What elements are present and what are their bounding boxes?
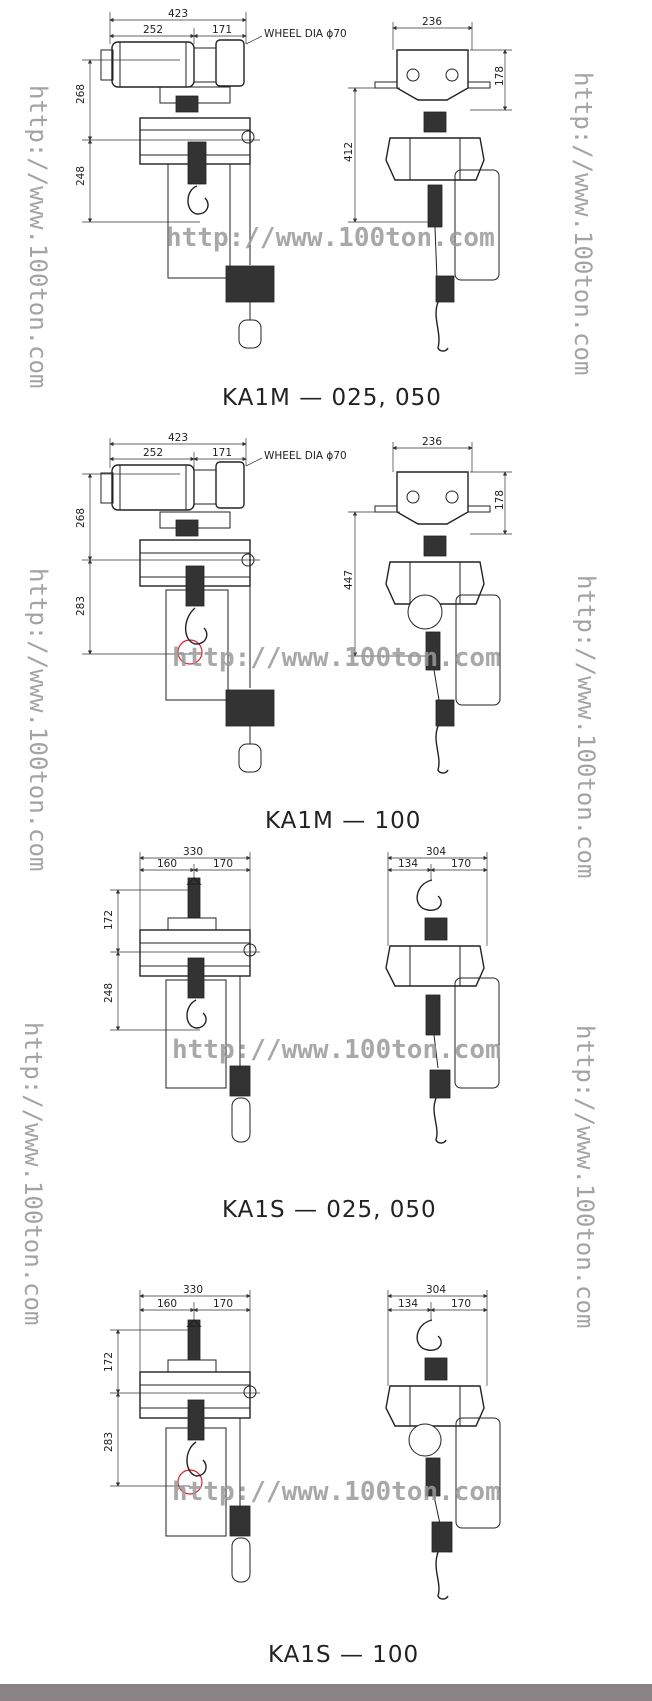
wheel-diameter-note: WHEEL DIA ϕ70	[264, 28, 347, 40]
dim-side-left: 134	[398, 858, 418, 870]
wheel-diameter-note: WHEEL DIA ϕ70	[264, 450, 347, 462]
watermark-left-1: http://www.100ton.com	[24, 85, 52, 388]
dim-lower-height: 283	[103, 1432, 115, 1452]
section-ka1s-025-050: 330 160 170 172 248	[103, 846, 501, 1223]
dim-upper-height: 268	[75, 84, 87, 104]
dim-left-width: 160	[157, 858, 177, 870]
watermark-right-3: http://www.100ton.com	[571, 1025, 599, 1328]
watermark-left-2: http://www.100ton.com	[24, 568, 52, 871]
dim-side-left: 134	[398, 1298, 418, 1310]
caption-ka1m-025-050: KA1M — 025, 050	[222, 385, 442, 411]
front-dimensions: 330 160 170 172 283	[103, 1284, 260, 1487]
section-ka1s-100: 330 160 170 172 283	[103, 1284, 501, 1668]
dim-side-top: 178	[494, 66, 506, 86]
dim-side-width: 236	[422, 16, 442, 28]
dim-side-width: 304	[426, 1284, 446, 1296]
dim-upper-height: 172	[103, 1352, 115, 1372]
watermark-left-3: http://www.100ton.com	[19, 1022, 47, 1325]
dim-lower-height: 248	[103, 983, 115, 1003]
dim-right-width: 171	[212, 447, 232, 459]
dim-left-width: 252	[143, 24, 163, 36]
side-dimensions: 236 178 447	[343, 436, 512, 657]
dim-overall-width: 423	[168, 432, 188, 444]
dim-side-height: 412	[343, 142, 355, 162]
dim-overall-width: 330	[183, 1284, 203, 1296]
section-ka1m-025-050: 423 252 171 WHEEL DIA ϕ70 268 248	[75, 8, 512, 411]
front-dimensions: 423 252 171 WHEEL DIA ϕ70 268 248	[75, 8, 347, 223]
footer-bar	[0, 1684, 652, 1701]
front-view-drawing	[100, 461, 275, 773]
front-dimensions: 330 160 170 172 248	[103, 846, 260, 1031]
front-dimensions: 423 252 171 WHEEL DIA ϕ70 268 283	[75, 432, 347, 655]
dim-upper-height: 268	[75, 508, 87, 528]
watermark-center-4: http://www.100ton.com	[172, 1477, 501, 1507]
caption-ka1s-025-050: KA1S — 025, 050	[222, 1197, 437, 1223]
front-view-drawing	[100, 39, 275, 349]
side-dimensions: 236 178 412	[343, 16, 512, 223]
dim-side-top: 178	[494, 490, 506, 510]
side-view-drawing	[385, 879, 500, 1144]
dim-side-height: 447	[343, 570, 355, 590]
dim-overall-width: 330	[183, 846, 203, 858]
caption-ka1m-100: KA1M — 100	[265, 808, 421, 834]
dim-upper-height: 172	[103, 910, 115, 930]
side-view-drawing	[385, 1319, 501, 1600]
side-view-drawing	[374, 471, 501, 774]
caption-ka1s-100: KA1S — 100	[268, 1642, 419, 1668]
dim-right-width: 171	[212, 24, 232, 36]
side-dimensions: 304 134 170	[387, 846, 488, 946]
dim-side-width: 304	[426, 846, 446, 858]
side-dimensions: 304 134 170	[387, 1284, 488, 1386]
dim-right-width: 170	[213, 1298, 233, 1310]
side-view-drawing	[374, 49, 500, 352]
front-view-drawing	[139, 877, 257, 1143]
front-view-drawing	[139, 1319, 257, 1583]
watermark-center-2: http://www.100ton.com	[172, 643, 501, 673]
dim-side-width: 236	[422, 436, 442, 448]
dim-left-width: 160	[157, 1298, 177, 1310]
dim-right-width: 170	[213, 858, 233, 870]
watermark-center-3: http://www.100ton.com	[172, 1035, 501, 1065]
dim-overall-width: 423	[168, 8, 188, 20]
watermark-right-2: http://www.100ton.com	[572, 575, 600, 878]
dim-lower-height: 283	[75, 596, 87, 616]
dim-side-right: 170	[451, 1298, 471, 1310]
watermark-center-1: http://www.100ton.com	[166, 223, 495, 253]
dim-side-right: 170	[451, 858, 471, 870]
watermark-right-1: http://www.100ton.com	[569, 72, 597, 375]
dim-left-width: 252	[143, 447, 163, 459]
section-ka1m-100: 423 252 171 WHEEL DIA ϕ70 268 283	[75, 432, 512, 834]
dim-lower-height: 248	[75, 166, 87, 186]
